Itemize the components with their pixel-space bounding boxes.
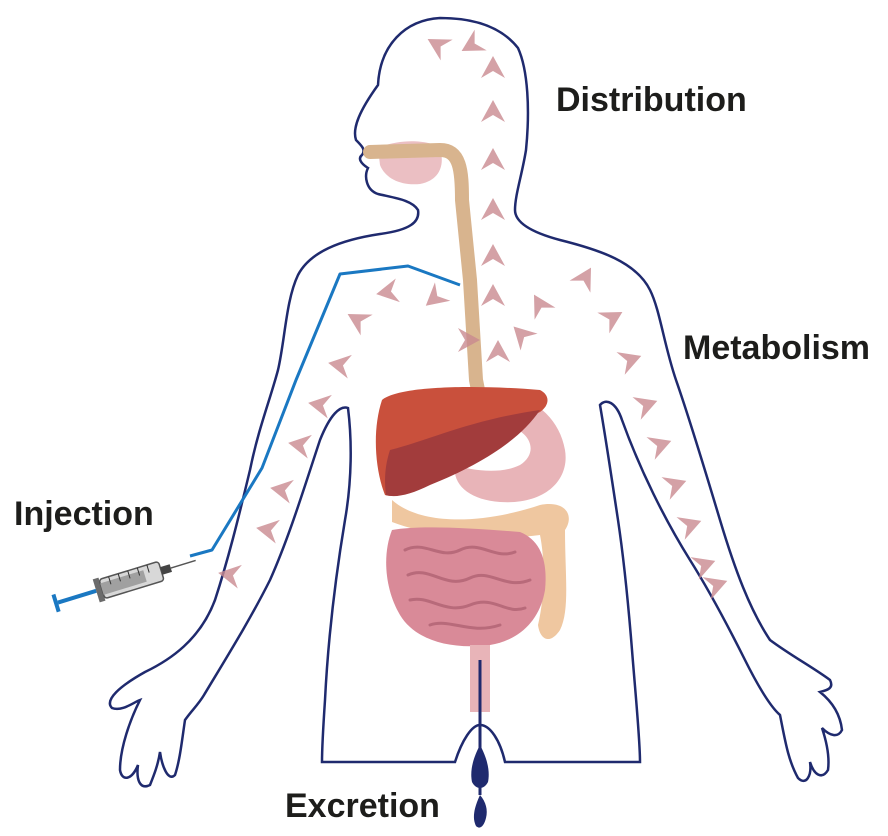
distribution-arrow	[632, 390, 661, 420]
distribution-arrow	[690, 550, 719, 580]
distribution-arrow	[481, 244, 505, 266]
drop-arrow-icon	[471, 745, 488, 788]
excretion-label: Excretion	[285, 789, 440, 823]
distribution-arrow	[326, 351, 352, 378]
distribution-arrow	[286, 431, 312, 458]
distribution-arrow	[374, 278, 400, 305]
distribution-arrow	[702, 570, 731, 600]
distribution-arrow	[481, 198, 505, 220]
drop-arrow-icon-lower	[474, 795, 487, 828]
distribution-label: Distribution	[556, 83, 747, 117]
distribution-arrow	[570, 262, 602, 293]
distribution-arrow	[676, 510, 705, 540]
distribution-arrow	[268, 476, 294, 503]
distribution-arrow	[661, 470, 690, 500]
distribution-arrow	[524, 289, 556, 320]
distribution-arrow	[481, 56, 505, 78]
distribution-arrow	[254, 516, 280, 543]
distribution-arrow	[486, 340, 510, 362]
distribution-arrow	[456, 30, 487, 62]
distribution-arrow	[646, 430, 675, 460]
distribution-arrow	[418, 282, 450, 315]
distribution-arrow	[616, 345, 645, 375]
distribution-arrow	[597, 302, 628, 334]
distribution-arrow	[422, 29, 453, 61]
distribution-arrow	[342, 304, 373, 336]
esophagus	[370, 150, 480, 400]
distribution-arrow	[306, 391, 332, 418]
distribution-arrow	[481, 100, 505, 122]
injection-label: Injection	[14, 497, 154, 531]
metabolism-label: Metabolism	[683, 331, 870, 365]
distribution-arrow	[505, 318, 538, 351]
distribution-arrow	[481, 284, 505, 306]
syringe-icon	[51, 549, 200, 615]
distribution-arrow	[481, 148, 505, 170]
